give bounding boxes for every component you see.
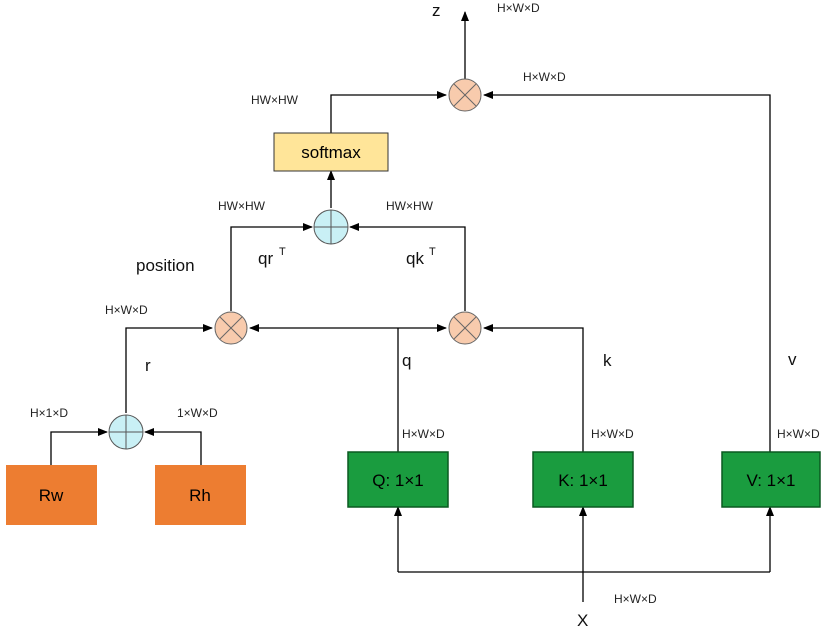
logits-add-node — [313, 209, 349, 245]
softmax-label: softmax — [301, 143, 361, 162]
x-dim-label: H×W×D — [614, 592, 657, 606]
qk-superscript: T — [429, 246, 436, 258]
qk-dim-label: HW×HW — [386, 199, 434, 213]
rh-box: Rh — [155, 465, 246, 525]
z-label: z — [432, 1, 441, 20]
x-label: X — [577, 611, 588, 630]
v-output-dim-label: H×W×D — [523, 70, 566, 84]
qk-to-sum-arrow — [349, 223, 466, 311]
qr-to-sum-arrow — [230, 223, 313, 311]
qk-label: qk — [406, 249, 424, 268]
k-conv-label: K: 1×1 — [558, 471, 608, 490]
k-label: k — [603, 351, 612, 370]
r-dim-label: H×W×D — [105, 303, 148, 317]
qr-dim-label: HW×HW — [218, 199, 266, 213]
rw-dim-label: H×1×D — [30, 406, 68, 420]
v-label: v — [788, 350, 797, 369]
r-to-qr-arrow — [125, 324, 213, 413]
v-conv-label: V: 1×1 — [747, 471, 796, 490]
k-to-qk-arrow — [483, 324, 584, 452]
rh-dim-label: 1×W×D — [177, 406, 218, 420]
position-add-node — [108, 414, 144, 450]
q-label: q — [402, 351, 411, 370]
v-to-output-arrow — [483, 91, 771, 452]
v-dim-label: H×W×D — [777, 427, 820, 441]
rh-label: Rh — [189, 486, 211, 505]
rw-box: Rw — [6, 465, 97, 525]
r-label: r — [145, 356, 151, 375]
output-multiply-node — [448, 78, 482, 112]
q-conv-box: Q: 1×1 — [347, 451, 449, 508]
qr-superscript: T — [279, 246, 286, 258]
qr-label: qr — [258, 249, 273, 268]
k-conv-box: K: 1×1 — [532, 451, 634, 508]
rh-to-add-arrow — [144, 428, 202, 465]
rw-label: Rw — [39, 486, 64, 505]
softmax-box: softmax — [273, 132, 389, 172]
k-dim-label: H×W×D — [591, 427, 634, 441]
position-label: position — [136, 256, 195, 275]
q-dim-label: H×W×D — [402, 427, 445, 441]
rw-to-add-arrow — [50, 428, 108, 465]
qk-multiply-node — [448, 311, 482, 345]
v-conv-box: V: 1×1 — [721, 451, 821, 508]
qr-multiply-node — [214, 311, 248, 345]
q-conv-label: Q: 1×1 — [372, 471, 424, 490]
z-dim-label: H×W×D — [497, 1, 540, 15]
softmax-to-output-arrow — [330, 91, 447, 133]
softmax-dim-label: HW×HW — [251, 93, 299, 107]
